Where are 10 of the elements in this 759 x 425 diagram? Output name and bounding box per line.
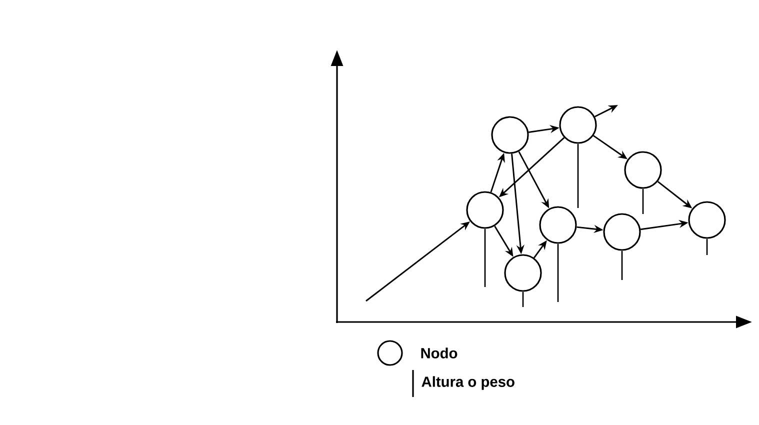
- node-circle: [624, 151, 662, 189]
- node-circle: [539, 206, 577, 244]
- node-circle: [491, 116, 529, 154]
- node-circle: [688, 201, 726, 239]
- node-circle: [504, 254, 542, 292]
- node-circle: [559, 106, 597, 144]
- node-circle: [603, 213, 641, 251]
- node-circle: [466, 191, 504, 229]
- legend-label: Nodo: [421, 348, 458, 358]
- legend-label: Altura o peso: [422, 376, 514, 390]
